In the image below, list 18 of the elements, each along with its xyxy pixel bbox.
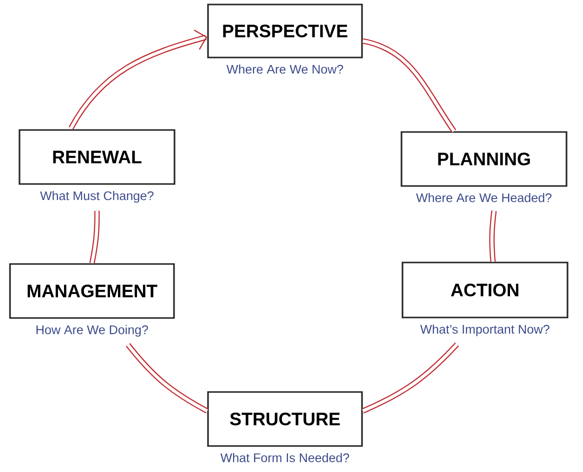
box-caption: Where Are We Now?	[226, 64, 344, 74]
double-line	[126, 343, 208, 414]
box-caption: How Are We Doing?	[36, 325, 148, 337]
double-line	[362, 38, 456, 133]
box-caption: Where Are We Headed?	[416, 193, 552, 202]
process-box: RENEWAL	[18, 129, 176, 185]
process-box: PLANNING	[400, 131, 568, 187]
box-caption: What Must Change?	[40, 191, 154, 203]
process-box: STRUCTURE	[207, 391, 363, 447]
box-caption: What Form Is Needed?	[220, 453, 350, 462]
double-line	[489, 210, 497, 262]
process-box: PERSPECTIVE	[207, 4, 363, 58]
double-line	[89, 210, 100, 264]
box-caption: What’s Important Now?	[420, 324, 550, 336]
process-box: MANAGEMENT	[9, 263, 175, 319]
process-box: ACTION	[402, 262, 568, 318]
double-line	[362, 342, 459, 414]
double-arrow	[68, 30, 208, 130]
